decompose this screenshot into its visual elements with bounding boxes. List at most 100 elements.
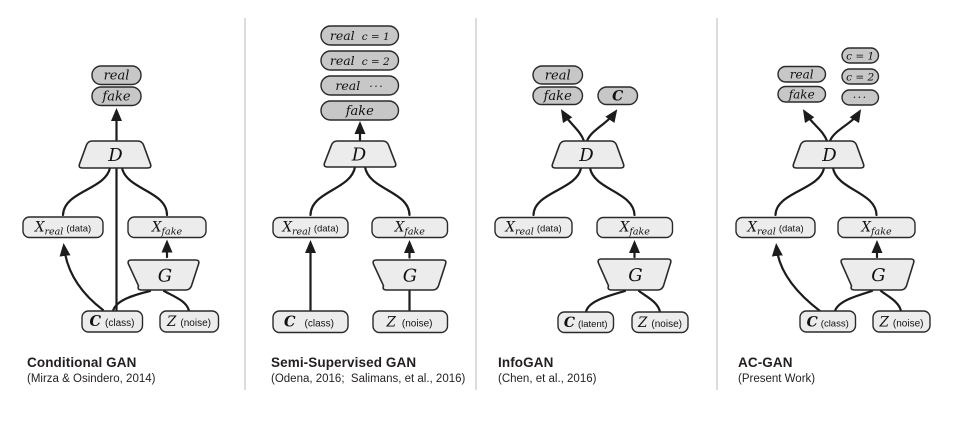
edge-c-to-g xyxy=(833,289,874,313)
panel-citation: (Mirza & Osindero, 2014) xyxy=(27,373,156,385)
arrow-d-to-realfake xyxy=(802,109,829,143)
output-c2-label: c = 2 xyxy=(846,71,874,83)
discriminator-trapezoid xyxy=(78,140,152,169)
edge-d-to-xreal xyxy=(309,165,357,217)
xreal-label: Xreal(data) xyxy=(34,219,91,237)
xreal-box xyxy=(494,216,573,239)
output-real-c2-label: real c = 2 xyxy=(330,53,390,68)
edge-c-to-g xyxy=(584,289,627,314)
edge-c-to-g xyxy=(111,289,152,313)
c-input-label: C(class) xyxy=(90,313,135,330)
generator-label: G xyxy=(871,265,885,286)
z-note: (noise) xyxy=(402,319,433,330)
z-var: Z xyxy=(637,315,648,331)
generator-label: G xyxy=(403,266,417,287)
output-real-box xyxy=(91,65,142,86)
panel-title: AC-GAN xyxy=(738,355,793,370)
output-real-label: real xyxy=(790,67,814,81)
xfake-x: X xyxy=(619,220,631,236)
xreal-sub: real xyxy=(44,226,63,237)
z-var: Z xyxy=(386,315,397,331)
real3-dots: ··· xyxy=(369,80,384,93)
z-var: Z xyxy=(166,314,177,330)
output-c2-box xyxy=(841,68,880,85)
xreal-label: Xreal(data) xyxy=(746,220,803,238)
real3-word: real xyxy=(335,78,360,93)
arrow-d-to-classes xyxy=(828,109,862,143)
output-fake-label: fake xyxy=(788,87,815,101)
panel-divider xyxy=(244,18,246,390)
z-input-label: Z (noise) xyxy=(386,315,433,331)
xfake-box xyxy=(837,216,916,239)
panel-title: Semi-Supervised GAN xyxy=(271,355,417,370)
real2-word: real xyxy=(330,53,355,68)
c-input-box xyxy=(557,311,615,334)
edge-d-to-xfake xyxy=(120,166,169,217)
panel-citation: (Odena, 2016; Salimans, et al., 2016) xyxy=(271,373,466,385)
generator-label: G xyxy=(158,266,172,287)
edge-z-to-g xyxy=(637,289,662,314)
discriminator-label: D xyxy=(107,145,123,166)
output-fake-box xyxy=(91,86,142,107)
edge-d-to-xreal xyxy=(61,166,112,217)
discriminator-label: D xyxy=(578,145,594,166)
conditional-gan-diagram: real fake D Xreal(data) Xfake G C(class)… xyxy=(22,65,220,333)
panel-divider xyxy=(716,18,718,390)
xfake-sub: fake xyxy=(628,227,650,238)
z-note: (noise) xyxy=(651,319,682,330)
panel-divider xyxy=(475,18,477,390)
output-cdots-box xyxy=(841,89,880,106)
panel-citation: (Present Work) xyxy=(738,373,816,385)
z-input-label: Z(noise) xyxy=(166,314,211,330)
generator-trapezoid xyxy=(597,258,672,291)
c-note: (class) xyxy=(305,319,334,330)
generator-trapezoid xyxy=(372,259,447,291)
c-input-box xyxy=(81,310,144,333)
panel-caption: AC-GAN (Present Work) xyxy=(738,355,815,385)
panel-caption: InfoGAN (Chen, et al., 2016) xyxy=(498,355,596,385)
xreal-x: X xyxy=(281,220,293,236)
xfake-label: Xfake xyxy=(619,220,651,238)
xreal-label: Xreal(data) xyxy=(281,220,338,238)
z-var: Z xyxy=(879,314,890,330)
z-input-box xyxy=(631,311,689,334)
panel-ac-gan: real fake c = 1 c = 2 ··· D Xreal(data) … xyxy=(720,0,961,421)
output-real-dots-label: real ··· xyxy=(335,78,384,93)
output-cdots-label: ··· xyxy=(853,91,868,104)
xfake-box xyxy=(127,216,207,239)
output-real-label: real xyxy=(104,69,130,84)
edge-d-to-xreal xyxy=(532,166,583,217)
arrow-c-to-xreal xyxy=(771,243,822,313)
output-real-box xyxy=(777,65,827,83)
panel-title: Conditional GAN xyxy=(27,355,137,370)
output-real-c2-box xyxy=(320,50,400,71)
c-var: C xyxy=(284,314,296,331)
output-fake-label: fake xyxy=(101,90,130,105)
discriminator-label: D xyxy=(351,145,367,166)
xreal-note: (data) xyxy=(779,224,804,235)
output-c-box xyxy=(597,86,639,106)
xreal-note: (data) xyxy=(314,224,339,235)
c-note: (class) xyxy=(821,318,849,329)
edge-d-to-xfake xyxy=(588,166,636,217)
c-var: C xyxy=(807,314,818,330)
xreal-box xyxy=(735,216,816,239)
c-input-label: C (class) xyxy=(284,314,334,331)
output-fake-label: fake xyxy=(345,104,374,119)
xreal-note: (data) xyxy=(66,223,91,234)
output-c1-label: c = 1 xyxy=(846,50,874,62)
output-real-label: real xyxy=(545,68,571,83)
output-fake-box xyxy=(320,100,400,121)
real1-class: c = 1 xyxy=(362,31,390,43)
output-fake-label: fake xyxy=(543,89,572,104)
xreal-box xyxy=(22,216,104,239)
z-note: (noise) xyxy=(180,318,211,329)
real2-class: c = 2 xyxy=(362,56,390,68)
xfake-sub: fake xyxy=(870,227,892,238)
xfake-x: X xyxy=(151,219,163,235)
xfake-box xyxy=(371,216,449,239)
edge-z-to-g xyxy=(879,289,903,313)
xreal-label: Xreal(data) xyxy=(504,220,561,238)
panel-caption: Conditional GAN (Mirza & Osindero, 2014) xyxy=(27,355,155,385)
